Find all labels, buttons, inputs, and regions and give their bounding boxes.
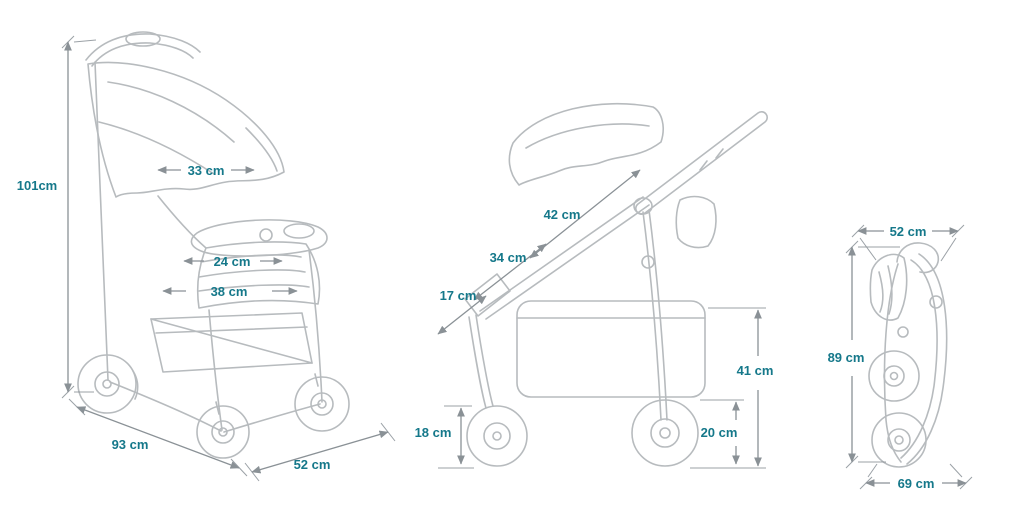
canopy-ridge-line <box>525 123 650 149</box>
canopy-fold-lines <box>878 265 893 315</box>
dim-label-frame-upper: 42 cm <box>544 207 581 222</box>
dim-label-body-height: 41 cm <box>737 363 774 378</box>
dim-folded-length: 69 cm <box>859 463 973 491</box>
dim-rear-wheel: 20 cm <box>701 401 740 465</box>
tray-detail-lines <box>259 223 315 242</box>
dim-canopy-width: 33 cm <box>157 163 255 178</box>
dim-label-frame-mid: 34 cm <box>490 250 527 265</box>
stroller-folded-drawing <box>868 242 948 468</box>
handle-grip-lines <box>699 148 724 171</box>
stroller-open-side-view: 101cm 33 cm 24 cm 38 cm 93 cm 52 cm <box>17 31 396 482</box>
dim-frame-upper: 42 cm <box>529 169 641 259</box>
seat <box>196 241 321 309</box>
dim-label-overall-width: 52 cm <box>294 457 331 472</box>
dim-folded-height: 89 cm <box>828 240 900 469</box>
stroller-open-profile-view: 42 cm 34 cm 17 cm 41 cm 20 cm 18 cm <box>415 102 774 469</box>
body <box>516 300 706 398</box>
stroller-open-drawing <box>77 31 350 459</box>
frame-right <box>906 253 948 465</box>
stroller-folded-view: 52 cm 89 cm 69 cm <box>828 224 973 491</box>
basket <box>150 312 313 373</box>
dim-label-footrest: 17 cm <box>440 288 477 303</box>
dim-label-seat-outer-width: 38 cm <box>211 284 248 299</box>
dim-overall-width: 52 cm <box>244 422 396 482</box>
dim-front-wheel: 18 cm <box>415 405 474 469</box>
dim-label-seat-inner-width: 24 cm <box>214 254 251 269</box>
canopy-detail-lines <box>98 81 278 249</box>
front-left-wheel <box>196 401 250 459</box>
lower-wheel <box>871 412 927 468</box>
stroller-profile-drawing <box>464 102 768 467</box>
handle <box>635 111 768 215</box>
dim-label-overall-length: 93 cm <box>112 437 149 452</box>
frame <box>479 196 668 421</box>
storage-bag <box>675 195 717 249</box>
dim-body-height: 41 cm <box>690 307 774 469</box>
dim-label-front-wheel: 18 cm <box>415 425 452 440</box>
dim-folded-width: 52 cm <box>851 224 965 262</box>
folded-canopy <box>869 253 908 321</box>
dim-seat-outer-width: 38 cm <box>162 284 298 299</box>
dim-overall-length: 93 cm <box>68 398 248 477</box>
hinge-joints <box>897 295 943 338</box>
canopy <box>87 61 285 198</box>
frame-left <box>883 263 902 463</box>
dim-label-rear-wheel: 20 cm <box>701 425 738 440</box>
handle-grip <box>125 31 161 47</box>
dim-seat-inner-width: 24 cm <box>183 254 283 269</box>
dim-label-folded-height: 89 cm <box>828 350 865 365</box>
bumper-tray <box>190 219 328 257</box>
dim-label-folded-length: 69 cm <box>898 476 935 491</box>
dim-label-overall-height: 101cm <box>17 178 57 193</box>
frame-right-inner <box>900 259 938 459</box>
seat-detail-lines <box>198 254 310 292</box>
dim-label-folded-width: 52 cm <box>890 224 927 239</box>
folded-handle <box>896 242 940 274</box>
dim-overall-height: 101cm <box>17 35 97 399</box>
dim-label-canopy-width: 33 cm <box>188 163 225 178</box>
upper-wheel <box>868 350 920 402</box>
handle-detail-lines <box>91 31 194 67</box>
handle <box>85 33 201 61</box>
rear-wheel <box>631 399 699 467</box>
dim-frame-mid: 34 cm <box>473 243 547 301</box>
dim-footrest: 17 cm <box>437 288 487 335</box>
front-wheel <box>466 405 528 467</box>
canopy <box>508 102 664 186</box>
